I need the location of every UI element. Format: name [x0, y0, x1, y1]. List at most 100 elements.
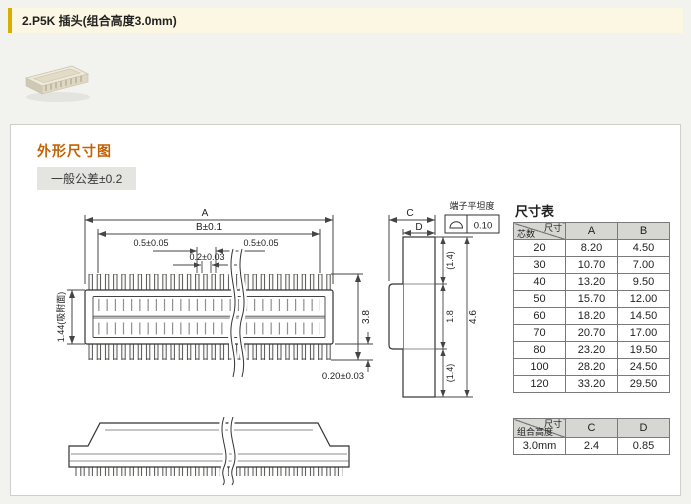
- cores-cell: 100: [513, 358, 566, 376]
- dim-side-stack: [435, 236, 473, 398]
- connector-body: [84, 289, 334, 345]
- dim-b-cell: 4.50: [617, 239, 670, 257]
- cores-cell: 120: [513, 375, 566, 393]
- dim-b-cell: 24.50: [617, 358, 670, 376]
- dim-suction-face-label: 1.44(吸附面): [55, 292, 66, 343]
- break-lines-front: [227, 248, 248, 378]
- diag-bottom-label: 组合高度: [517, 427, 554, 437]
- panel-heading: 外形尺寸图: [37, 143, 112, 159]
- section-title: 2.P5K 插头(组合高度3.0mm): [22, 14, 177, 28]
- diag-bottom-label: 芯数: [517, 229, 536, 239]
- dim-b-cell: 7.00: [617, 256, 670, 274]
- table-row: 120 33.20 29.50: [513, 375, 670, 393]
- col-c-header: C: [565, 418, 618, 438]
- table-row: 70 20.70 17.00: [513, 324, 670, 342]
- bottom-pin-row: [87, 343, 331, 360]
- dim-total-height-label: 4.6: [468, 310, 479, 324]
- dim-a-cell: 8.20: [565, 239, 618, 257]
- dim-c-cell: 2.4: [565, 437, 618, 455]
- table-row: 30 10.70 7.00: [513, 256, 670, 274]
- dim-pitch-right-label: 0.5±0.05: [244, 238, 279, 248]
- tolerance-note: 一般公差±0.2: [37, 167, 137, 190]
- dim-d: [402, 229, 435, 236]
- table-row: 60 18.20 14.50: [513, 307, 670, 325]
- dim-pin-foot: [335, 332, 373, 372]
- cores-cell: 80: [513, 341, 566, 359]
- dim-a-cell: 20.70: [565, 324, 618, 342]
- break-lines-bottom: [219, 416, 238, 487]
- dim-body-height-label: 3.8: [361, 310, 372, 324]
- size-table-header-row: 尺寸 芯数 A B: [513, 222, 670, 240]
- dim-d-label: D: [415, 222, 422, 233]
- outline-drawing-svg: A B±0.1 0.5±0.05 0.5±0.05 0.2±0.03: [55, 200, 500, 487]
- bottom-view-pin-row: [75, 467, 343, 476]
- table-row: 20 8.20 4.50: [513, 239, 670, 257]
- dim-d-cell: 0.85: [617, 437, 670, 455]
- size-table: 尺寸 芯数 A B 20 8.20 4.50 30 10.70 7.00 40 …: [513, 222, 670, 393]
- cores-cell: 20: [513, 239, 566, 257]
- bottom-view: [68, 422, 350, 476]
- dim-a-cell: 15.70: [565, 290, 618, 308]
- height-cell: 3.0mm: [513, 437, 566, 455]
- dim-suction-face: [67, 289, 85, 345]
- dim-b-cell: 14.50: [617, 307, 670, 325]
- flatness-value: 0.10: [474, 221, 493, 232]
- dimension-panel: 外形尺寸图 一般公差±0.2: [10, 124, 681, 496]
- top-pin-row: [87, 274, 331, 291]
- flatness-symbol-icon: [449, 221, 464, 229]
- dim-c: [388, 215, 436, 281]
- height-table: 尺寸 组合高度 C D 3.0mm 2.4 0.85: [513, 418, 670, 455]
- cores-cell: 50: [513, 290, 566, 308]
- flatness-callout: 端子平坦度 0.10: [444, 200, 500, 234]
- dim-b-cell: 29.50: [617, 375, 670, 393]
- flatness-label: 端子平坦度: [449, 200, 494, 211]
- dim-a-cell: 33.20: [565, 375, 618, 393]
- dim-center-pins: [153, 247, 265, 273]
- dim-seg-bottom-label: (1.4): [445, 364, 455, 383]
- table-row: 100 28.20 24.50: [513, 358, 670, 376]
- height-table-diag-header: 尺寸 组合高度: [513, 418, 566, 438]
- size-table-diag-header: 尺寸 芯数: [513, 222, 566, 240]
- contact-row-top: [98, 299, 320, 311]
- dim-b-label: B±0.1: [196, 222, 222, 233]
- dim-b-cell: 9.50: [617, 273, 670, 291]
- product-image: [14, 52, 102, 108]
- side-view: [388, 236, 436, 398]
- dim-b-cell: 19.50: [617, 341, 670, 359]
- table-row: 3.0mm 2.4 0.85: [513, 437, 670, 455]
- cores-cell: 30: [513, 256, 566, 274]
- dim-a-cell: 13.20: [565, 273, 618, 291]
- dim-pin-foot-label: 0.20±0.03: [322, 371, 364, 382]
- dim-b-cell: 17.00: [617, 324, 670, 342]
- dim-a-cell: 18.20: [565, 307, 618, 325]
- size-table-title: 尺寸表: [515, 204, 555, 219]
- height-table-header-row: 尺寸 组合高度 C D: [513, 418, 670, 438]
- dim-seg-mid-label: 1.8: [445, 310, 455, 323]
- dim-a-label: A: [202, 208, 209, 219]
- dim-a: [84, 215, 334, 284]
- outline-drawing: A B±0.1 0.5±0.05 0.5±0.05 0.2±0.03: [21, 189, 511, 491]
- dim-pitch-left-label: 0.5±0.05: [134, 238, 169, 248]
- dim-b: [97, 229, 321, 273]
- contact-row-bottom: [98, 322, 320, 335]
- table-row: 80 23.20 19.50: [513, 341, 670, 359]
- dim-a-cell: 10.70: [565, 256, 618, 274]
- diag-top-label: 尺寸: [543, 223, 562, 233]
- cores-cell: 40: [513, 273, 566, 291]
- front-view: [84, 274, 334, 360]
- col-d-header: D: [617, 418, 670, 438]
- col-b-header: B: [617, 222, 670, 240]
- table-row: 40 13.20 9.50: [513, 273, 670, 291]
- dim-c-label: C: [406, 208, 413, 219]
- dim-b-cell: 12.00: [617, 290, 670, 308]
- cores-cell: 60: [513, 307, 566, 325]
- product-image-art: [24, 65, 90, 102]
- table-row: 50 15.70 12.00: [513, 290, 670, 308]
- dim-a-cell: 23.20: [565, 341, 618, 359]
- col-a-header: A: [565, 222, 618, 240]
- cores-cell: 70: [513, 324, 566, 342]
- dim-seg-top-label: (1.4): [445, 251, 455, 270]
- dim-a-cell: 28.20: [565, 358, 618, 376]
- dim-pin-width-label: 0.2±0.03: [190, 252, 225, 262]
